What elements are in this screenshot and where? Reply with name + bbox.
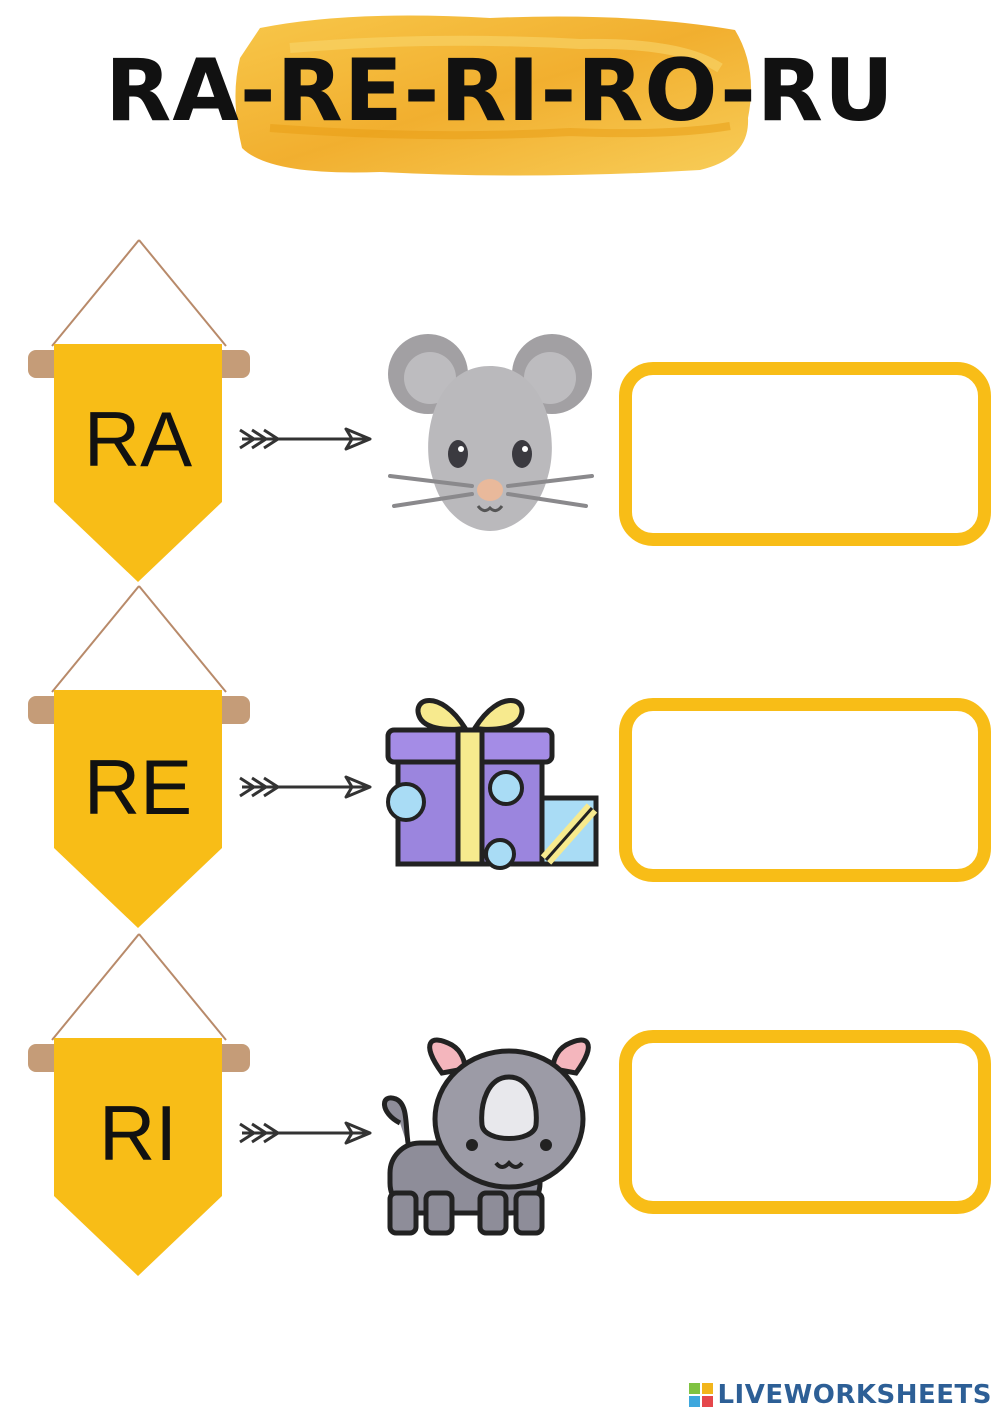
syllable-label: RE — [83, 743, 193, 831]
pennant-banner — [28, 585, 250, 928]
answer-box[interactable] — [619, 1030, 991, 1214]
mouse-icon — [388, 334, 594, 531]
answer-box[interactable] — [619, 362, 991, 546]
syllable-label: RA — [83, 395, 193, 483]
footer-brand: LIVEWORKSHEETS — [689, 1380, 992, 1410]
page-title: RA-RE-RI-RO-RU — [105, 41, 895, 141]
syllable-label: RI — [99, 1089, 177, 1177]
gift-icon — [385, 698, 599, 870]
arrow-icon — [239, 775, 372, 799]
exercise-row: RI — [0, 932, 1000, 1282]
exercise-row: RA — [0, 238, 1000, 588]
exercise-row: RE — [0, 584, 1000, 934]
pennant-banner — [28, 933, 250, 1276]
pennant-banner — [28, 239, 250, 582]
liveworksheets-logo-icon — [689, 1383, 714, 1407]
rhino-icon — [382, 1037, 591, 1236]
arrow-icon — [239, 1121, 372, 1145]
brand-name: LIVEWORKSHEETS — [717, 1380, 992, 1410]
title-area: RA-RE-RI-RO-RU — [0, 0, 1000, 200]
answer-box[interactable] — [619, 698, 991, 882]
arrow-icon — [239, 427, 372, 451]
watercolor-highlight — [235, 15, 752, 176]
